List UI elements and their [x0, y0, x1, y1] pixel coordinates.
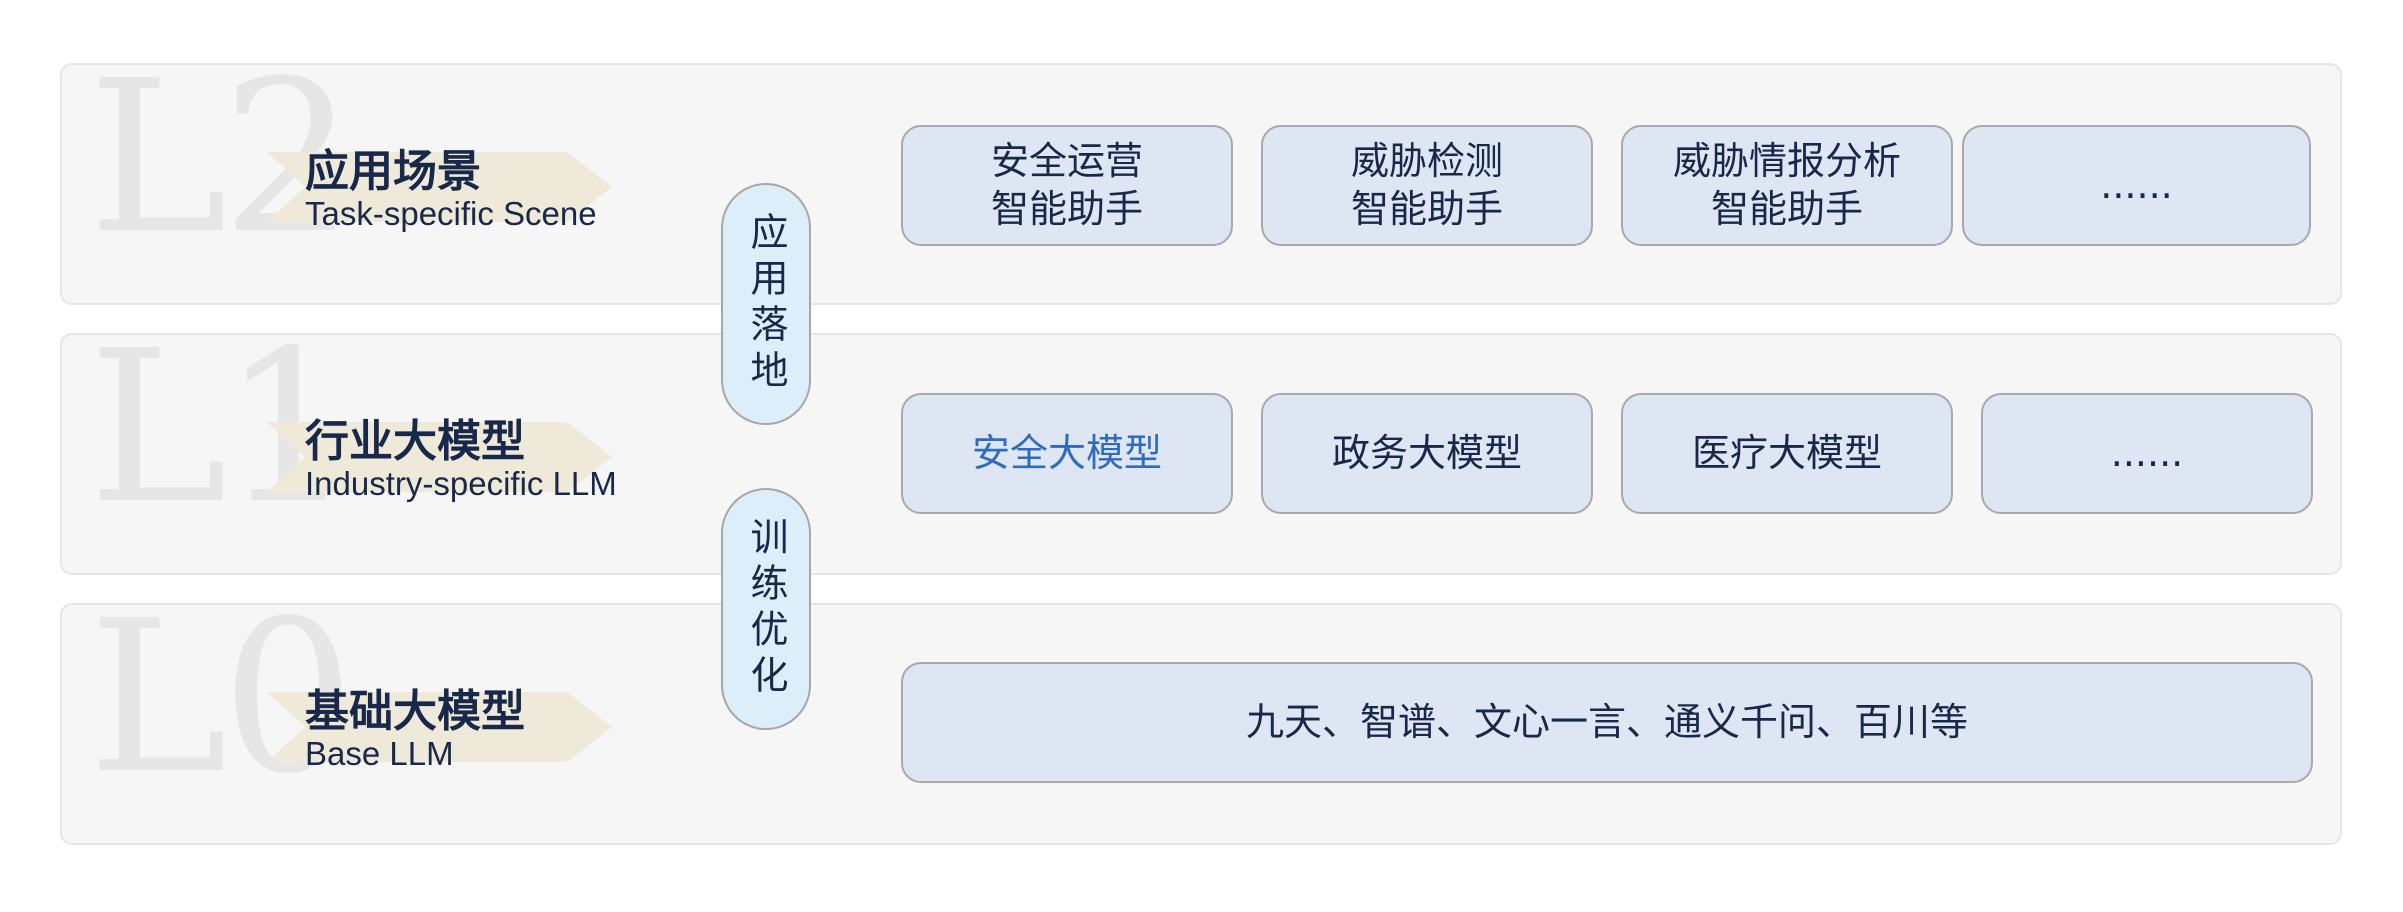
box-label-line: 威胁检测: [1350, 139, 1503, 183]
box-label-line: ......: [2110, 430, 2184, 475]
box-label-line: ......: [2100, 162, 2173, 207]
base-model-box: 九天、智谱、文心一言、通义千问、百川等: [901, 662, 2313, 783]
box-label-line: 安全大模型: [971, 430, 1162, 475]
layer-l2: L2 应用场景 Task-specific Scene: [60, 53, 2342, 305]
layer-l0: L0 基础大模型 Base LLM: [60, 593, 2342, 845]
box-label-line: 安全运营: [990, 139, 1143, 183]
box-label-line: 九天、智谱、文心一言、通义千问、百川等: [1245, 699, 1968, 744]
arrow-shape: [267, 422, 612, 492]
layer-subtitle: Industry-specific LLM: [305, 465, 617, 502]
connector-training: 训练优化: [721, 488, 811, 730]
box-label-line: 政务大模型: [1331, 430, 1522, 475]
arrow-shape: [267, 692, 612, 762]
box-label-line: 智能助手: [1710, 186, 1863, 231]
industry-model-box: 安全大模型: [901, 393, 1233, 514]
box-label-line: 智能助手: [1350, 186, 1503, 231]
scene-box-more: ......: [1962, 125, 2311, 246]
layer-subtitle: Task-specific Scene: [305, 195, 597, 232]
box-label-line: 智能助手: [990, 186, 1143, 231]
industry-model-box-more: ......: [1981, 393, 2313, 514]
box-label-line: 威胁情报分析: [1672, 139, 1901, 183]
scene-box: 威胁情报分析 智能助手: [1621, 125, 1953, 246]
layer-subtitle: Base LLM: [305, 735, 454, 772]
connector-label: 应用落地: [744, 212, 788, 396]
industry-model-box: 医疗大模型: [1621, 393, 1953, 514]
industry-model-box: 政务大模型: [1261, 393, 1593, 514]
box-label-line: 医疗大模型: [1691, 430, 1882, 475]
layer-title: 行业大模型: [305, 416, 525, 467]
scene-box: 安全运营 智能助手: [901, 125, 1233, 246]
arrow-shape: [267, 152, 612, 222]
layer-title: 基础大模型: [305, 686, 525, 737]
connector-label: 训练优化: [744, 517, 788, 701]
layer-title: 应用场景: [305, 146, 481, 197]
connector-deploy: 应用落地: [721, 183, 811, 425]
scene-box: 威胁检测 智能助手: [1261, 125, 1593, 246]
